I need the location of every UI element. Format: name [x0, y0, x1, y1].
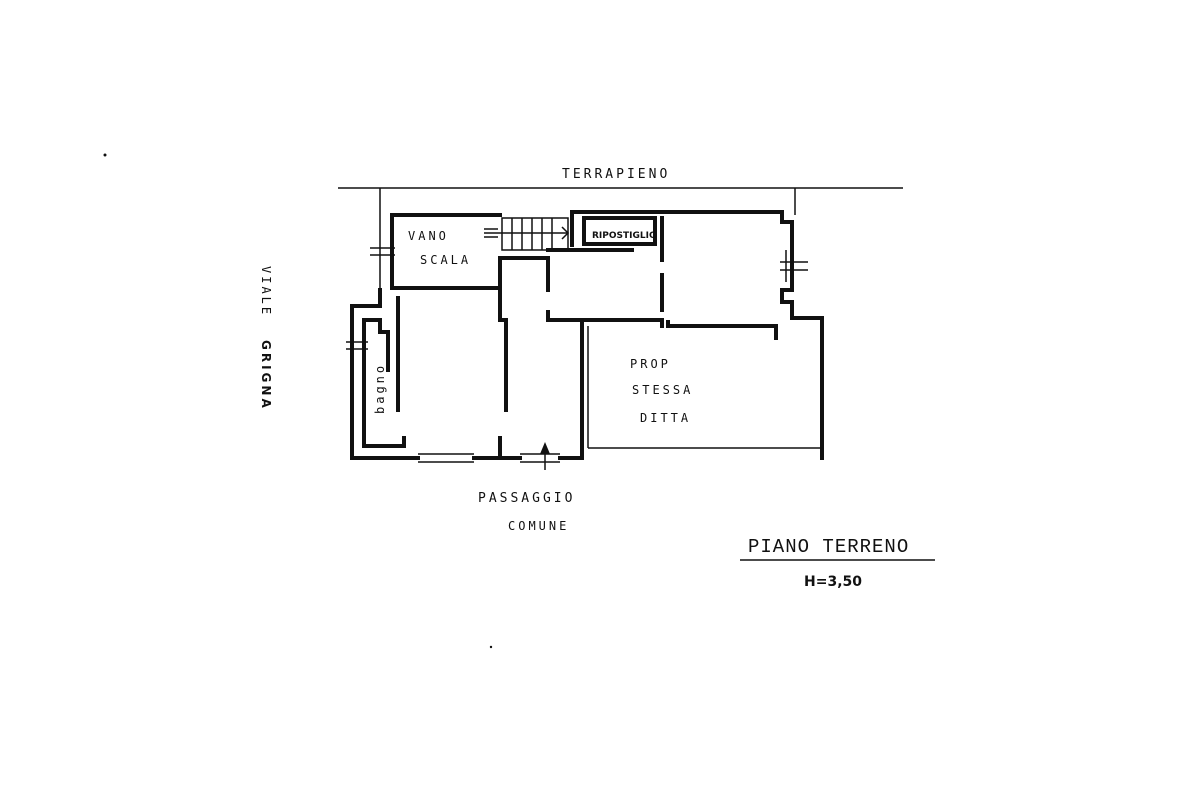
speck — [103, 153, 107, 157]
title-floor: PIANO TERRENO — [748, 536, 909, 558]
upper-walls — [390, 210, 824, 460]
label-terrapieno: TERRAPIENO — [562, 167, 670, 182]
label-passaggio: PASSAGGIO — [478, 491, 575, 506]
speck — [489, 645, 493, 649]
label-stessa: STESSA — [632, 383, 693, 397]
label-ripostiglio: RIPOSTIGLIO — [592, 231, 657, 241]
label-prop: PROP — [630, 357, 671, 371]
label-bagno: bagno — [373, 363, 387, 414]
entrance-arrow — [540, 442, 550, 470]
label-vano: VANO — [408, 229, 449, 243]
title-height: H=3,50 — [804, 574, 862, 590]
label-comune: COMUNE — [508, 519, 569, 533]
lower-walls — [350, 288, 822, 460]
label-ditta: DITTA — [640, 411, 691, 425]
stairs — [484, 217, 570, 251]
windows — [346, 247, 808, 463]
label-viale: VIALE — [259, 266, 273, 317]
label-grigna: GRIGNA — [259, 340, 273, 411]
label-scala: SCALA — [420, 253, 471, 267]
